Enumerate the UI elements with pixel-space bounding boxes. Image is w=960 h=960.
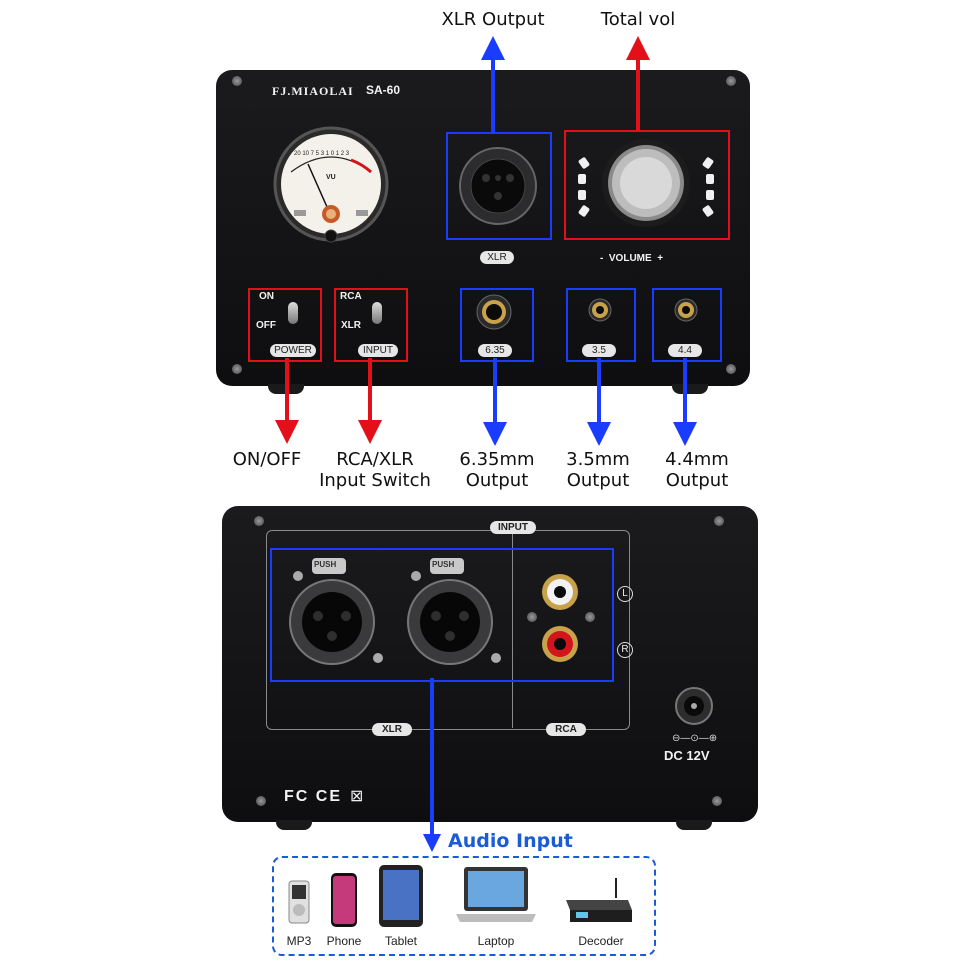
input-xlr-label: XLR [341, 320, 361, 331]
xlr-input-2[interactable] [400, 556, 510, 668]
back-panel [222, 506, 758, 822]
input-label: INPUT [358, 344, 398, 357]
front-screw [726, 76, 736, 86]
front-screw [726, 364, 736, 374]
power-off-label: OFF [256, 320, 276, 331]
device-tablet-label: Tablet [384, 934, 418, 948]
source-devices-box [272, 856, 656, 956]
vu-scale: 20 10 7 5 3 1 0 1 2 3 [294, 151, 350, 157]
back-screw [256, 796, 266, 806]
model-name: SA-60 [366, 83, 401, 97]
jack-44[interactable] [674, 298, 698, 322]
xlr-output-jack[interactable] [456, 144, 540, 228]
phone-icon [331, 873, 357, 927]
input-frame [266, 530, 630, 730]
power-label: POWER [270, 344, 316, 357]
rca-screw [585, 612, 595, 622]
input-toggle[interactable] [372, 302, 382, 324]
xlr-input-1[interactable] [282, 556, 392, 668]
volume-label: - VOLUME + [600, 253, 664, 264]
callout-input-switch-1: RCA/XLR [336, 449, 414, 470]
device-phone-label: Phone [326, 934, 362, 948]
rca-left-label: L [617, 586, 633, 602]
power-toggle[interactable] [288, 302, 298, 324]
xlr-front-label: XLR [480, 251, 514, 264]
front-foot-right [672, 384, 708, 394]
callout-44-2: Output [665, 470, 729, 491]
device-laptop-label: Laptop [477, 934, 515, 948]
volume-knob[interactable] [574, 136, 718, 230]
vu-label: VU [326, 174, 336, 181]
push-label-2: PUSH [432, 560, 455, 569]
audio-input-title: Audio Input [448, 830, 573, 852]
front-screw [232, 364, 242, 374]
vu-meter [273, 126, 389, 243]
xlr-output-box [446, 132, 552, 240]
back-foot-left [276, 820, 312, 830]
callout-35-2: Output [566, 470, 630, 491]
front-arrows [275, 36, 697, 446]
callout-44-1: 4.4mm [665, 449, 729, 470]
xlr-input-box [270, 548, 614, 682]
callout-635-2: Output [465, 470, 529, 491]
callout-35-1: 3.5mm [566, 449, 630, 470]
decoder-icon [566, 878, 632, 922]
rca-input-right[interactable] [540, 624, 580, 664]
dc-polarity-icon: ⊖—⊙—⊕ [672, 733, 718, 744]
callout-xlr-output: XLR Output [441, 9, 545, 30]
rca-right-label: R [617, 642, 633, 658]
back-foot-right [676, 820, 712, 830]
jack-35-label: 3.5 [582, 344, 616, 357]
input-frame-divider [512, 530, 513, 728]
brand-logo: FJ.MIAOLAI [272, 84, 354, 98]
callout-input-switch-2: Input Switch [319, 470, 431, 491]
jack-35[interactable] [588, 298, 612, 322]
xlr-back-label: XLR [372, 723, 412, 736]
back-screw [712, 796, 722, 806]
jack-635[interactable] [476, 294, 512, 330]
rca-back-label: RCA [546, 723, 586, 736]
dc-label: DC 12V [664, 748, 710, 763]
audio-input-arrow [423, 678, 441, 852]
volume-box [564, 130, 730, 240]
device-mp3-label: MP3 [286, 934, 312, 948]
power-on-label: ON [259, 291, 274, 302]
mp3-icon [288, 880, 310, 924]
callout-635-1: 6.35mm [459, 449, 535, 470]
dc-power-jack[interactable] [674, 686, 714, 726]
weee-icon: ⊠ [350, 788, 364, 805]
laptop-icon [456, 867, 536, 922]
back-screw [254, 516, 264, 526]
jack-44-label: 4.4 [668, 344, 702, 357]
rca-screw [527, 612, 537, 622]
rca-input-left[interactable] [540, 572, 580, 612]
device-decoder-label: Decoder [578, 934, 624, 948]
input-rca-label: RCA [340, 291, 362, 302]
tablet-icon [379, 865, 423, 927]
front-screw [232, 76, 242, 86]
callout-on-off: ON/OFF [232, 449, 302, 470]
jack-635-label: 6.35 [478, 344, 512, 357]
push-label-1: PUSH [314, 560, 337, 569]
back-screw [714, 516, 724, 526]
callout-total-vol: Total vol [600, 9, 676, 30]
back-input-label: INPUT [490, 521, 536, 534]
certification-marks: FC CE [284, 788, 342, 805]
